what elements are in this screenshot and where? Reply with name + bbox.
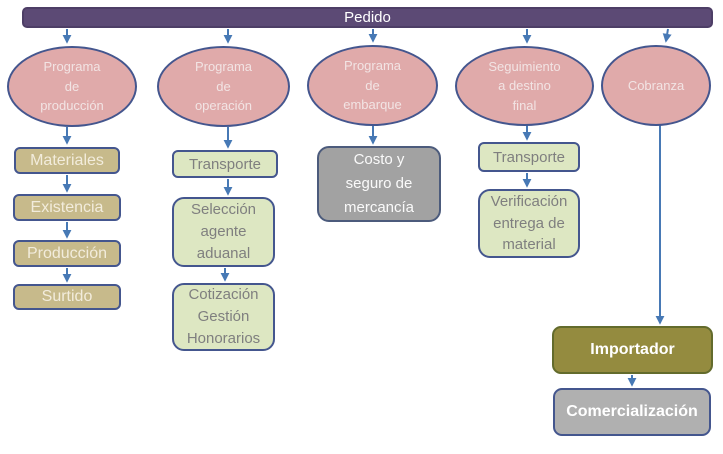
box-importador: Importador (552, 326, 713, 374)
box-label: Materiales (30, 151, 104, 169)
box-label: Selección agente aduanal (190, 201, 257, 262)
ellipse-label: Programa de producción (40, 59, 104, 114)
box-label: Importador (590, 341, 675, 358)
box-surtido: Surtido (13, 284, 121, 310)
box-label: Comercialización (566, 403, 698, 420)
box-cotizacion-gestion-honorarios: Cotización Gestión Honorarios (172, 283, 275, 351)
pedido-label: Pedido (344, 9, 391, 26)
ellipse-seguimiento-destino-final: Seguimiento a destino final (455, 46, 594, 126)
box-label: Producción (26, 244, 108, 262)
ellipse-cobranza: Cobranza (601, 45, 711, 126)
ellipse-programa-operacion: Programa de operación (157, 46, 290, 127)
box-transporte-operacion: Transporte (172, 150, 278, 178)
box-label: Verificación entrega de material (490, 192, 568, 254)
box-label: Transporte (189, 155, 261, 173)
ellipse-label: Programa de embarque (343, 58, 402, 113)
flow-arrow (662, 28, 672, 43)
box-verificacion-entrega-material: Verificación entrega de material (478, 189, 580, 258)
ellipse-label: Seguimiento a destino final (488, 58, 561, 113)
ellipse-programa-embarque: Programa de embarque (307, 45, 438, 126)
pedido-bar: Pedido (22, 7, 713, 28)
box-comercializacion: Comercialización (553, 388, 711, 436)
box-label: Existencia (30, 198, 104, 216)
box-existencia: Existencia (13, 194, 121, 221)
ellipse-label: Cobranza (627, 77, 685, 93)
box-materiales: Materiales (14, 147, 120, 174)
box-label: Cotización Gestión Honorarios (186, 286, 261, 347)
box-costo-seguro-mercancia: Costo y seguro de mercancía (317, 146, 441, 222)
box-label: Costo y seguro de mercancía (343, 151, 415, 216)
box-seleccion-agente-aduanal: Selección agente aduanal (172, 197, 275, 267)
ellipse-programa-produccion: Programa de producción (7, 46, 137, 127)
box-label: Surtido (41, 288, 93, 305)
box-produccion: Producción (13, 240, 121, 267)
box-label: Transporte (493, 148, 565, 166)
ellipse-label: Programa de operación (194, 59, 253, 114)
box-transporte-seguimiento: Transporte (478, 142, 580, 172)
